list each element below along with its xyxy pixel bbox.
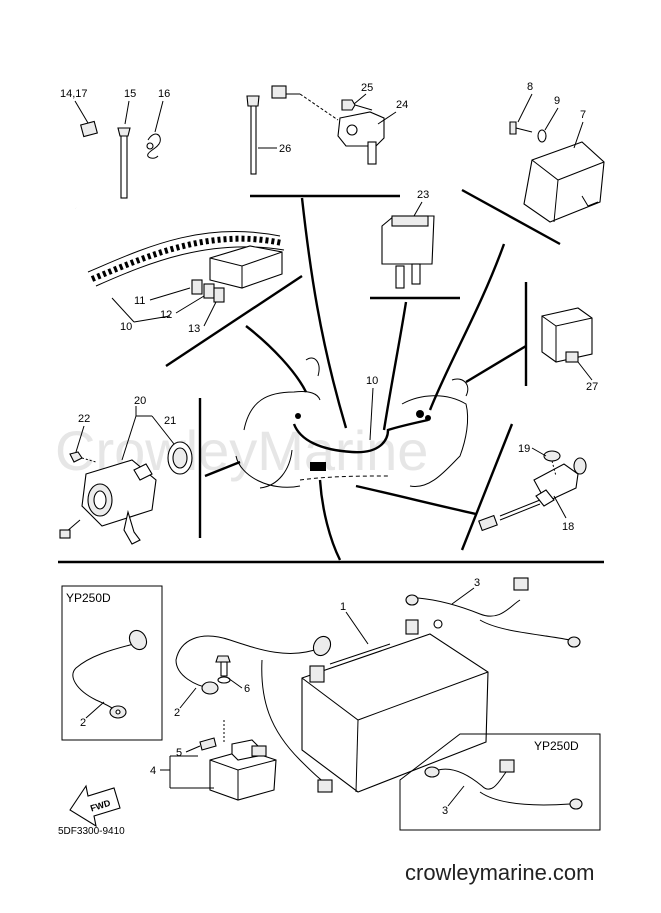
bolt-part-25[interactable] — [341, 99, 373, 111]
callout-19: 19 — [518, 443, 530, 455]
band-part-26[interactable] — [246, 95, 260, 175]
fuse-box-part-10[interactable] — [209, 245, 283, 289]
cable-tie-part-15[interactable] — [117, 127, 131, 199]
battery-cable-part-3[interactable] — [405, 577, 581, 648]
callout-2-main: 2 — [174, 707, 180, 719]
relay-part-23[interactable] — [381, 215, 435, 289]
inset-label-right: YP250D — [534, 739, 579, 753]
callout-7: 7 — [580, 109, 586, 121]
callout-9: 9 — [554, 95, 560, 107]
callout-22: 22 — [78, 413, 90, 425]
sensor-part-24[interactable] — [271, 85, 385, 165]
inset-yp250d-left: YP250D 2 — [61, 585, 163, 741]
callout-26: 26 — [279, 143, 291, 155]
callout-23: 23 — [417, 189, 429, 201]
callout-13: 13 — [188, 323, 200, 335]
starter-relay-part-4[interactable] — [209, 720, 277, 801]
bolt-part-19[interactable] — [543, 450, 561, 477]
bolt-part-8[interactable] — [509, 121, 533, 135]
bolt-part-6[interactable] — [215, 655, 231, 684]
diagram-code: 5DF3300-9410 — [58, 826, 125, 837]
callout-1: 1 — [340, 601, 346, 613]
callout-14-17: 14,17 — [60, 88, 88, 100]
fuse-part-5[interactable] — [199, 737, 217, 751]
callout-5: 5 — [176, 747, 182, 759]
callout-2-inset: 2 — [80, 717, 86, 729]
cable-part-2[interactable] — [175, 633, 334, 793]
grommet-part-21[interactable] — [167, 441, 193, 475]
callout-10-fusebox: 10 — [120, 321, 132, 333]
screw-part-22[interactable] — [69, 451, 97, 463]
site-footer[interactable]: crowleymarine.com — [405, 860, 595, 885]
callout-10-harness: 10 — [366, 375, 378, 387]
callout-16: 16 — [158, 88, 170, 100]
vehicle-outline — [235, 357, 469, 489]
forward-arrow-icon: FWD — [69, 784, 121, 828]
callout-21: 21 — [164, 415, 176, 427]
relay-part-27[interactable] — [541, 307, 593, 363]
cable-tie-part-14-17[interactable] — [70, 120, 98, 209]
fuse-part-13[interactable] — [213, 287, 225, 303]
battery-part-1[interactable] — [301, 619, 489, 793]
inset-yp250d-right: YP250D 3 — [399, 733, 601, 831]
callout-11: 11 — [134, 295, 145, 307]
callout-25: 25 — [361, 82, 373, 94]
washer-part-9[interactable] — [537, 129, 547, 143]
callout-12: 12 — [160, 309, 172, 321]
callout-20: 20 — [134, 395, 146, 407]
callout-15: 15 — [124, 88, 136, 100]
callout-3-top: 3 — [474, 577, 480, 589]
control-unit-part-7[interactable] — [523, 141, 605, 223]
callout-18: 18 — [562, 521, 574, 533]
sensor-part-18[interactable] — [478, 457, 587, 532]
callout-8: 8 — [527, 81, 533, 93]
inset-label-left: YP250D — [66, 591, 111, 605]
fuse-part-12[interactable] — [203, 283, 215, 299]
callout-4: 4 — [150, 765, 156, 777]
callout-24: 24 — [396, 99, 408, 111]
fuse-part-11[interactable] — [191, 279, 203, 295]
callout-27: 27 — [586, 381, 598, 393]
callout-6: 6 — [244, 683, 250, 695]
callout-3-inset: 3 — [442, 805, 448, 817]
clip-part-16[interactable] — [146, 133, 161, 159]
switch-part-20[interactable] — [59, 459, 157, 545]
